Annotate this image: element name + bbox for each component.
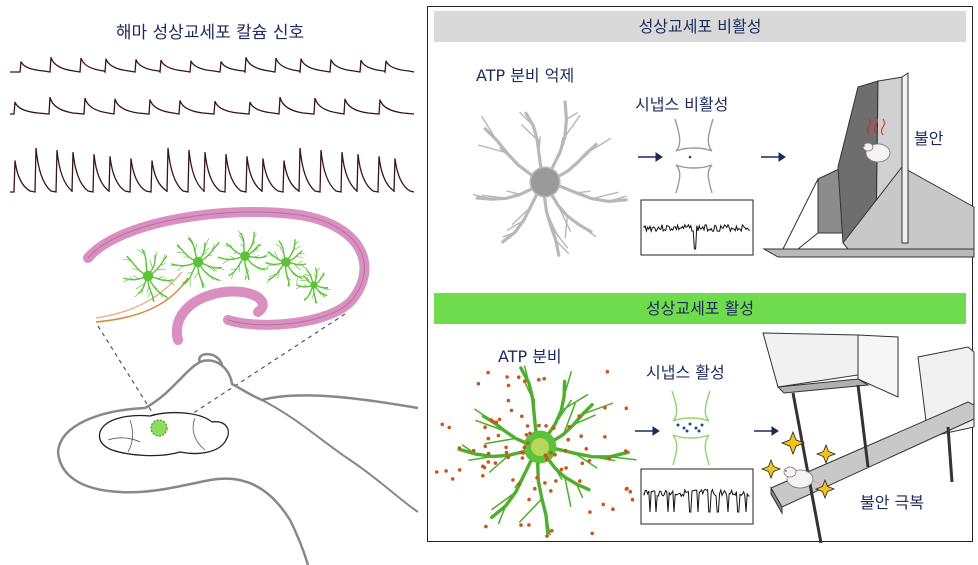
fiber-line-2 [95,271,183,319]
sparkle-icon [760,458,782,480]
mouse-ear-outline [198,352,224,366]
astrocyte-active [457,365,637,536]
active-header: 성상교세포 활성 [434,293,966,324]
brain-fold-2 [192,417,206,451]
projection-line-right [174,313,346,426]
brain-fold-3 [107,437,141,443]
calcium-trace-1 [10,57,415,74]
synapse-inactive [674,118,714,194]
sparkle-icon [814,478,836,500]
sparkle-icon [780,430,806,456]
sparkle-icon [815,443,837,465]
anxiety-label: 불안 [914,129,944,148]
mouse-neck-outline [261,399,419,513]
hippocampus-outer-band-line [87,211,365,326]
projection-line-left [97,325,158,421]
ephys-trace-active [643,488,750,513]
hippocampus-illustration [56,206,419,565]
hippocampus-outer-band [83,206,370,330]
inactive-header: 성상교세포 비활성 [434,11,966,42]
atp-inhibition-label: ATP 분비 억제 [476,66,575,85]
ephys-trace-inactive [643,223,750,250]
hippocampus-astrocytes [122,230,331,305]
maze-closed-arm [762,72,975,258]
sparkle-icons [760,430,837,500]
arrow-icon [635,426,660,436]
mouse-anxious-icon [862,142,891,163]
mouse-calm-icon [783,466,827,492]
mechanism-illustration [434,72,975,544]
mouse-snout-outline [56,451,310,565]
calcium-traces [10,57,415,193]
left-panel: 해마 성상교세포 칼슘 신호 [0,0,420,565]
synapse-inactive-label: 시냅스 비활성 [635,95,729,114]
astrocyte-inactive [472,100,628,257]
anxiety-waves-icon [867,116,885,136]
atp-dots [434,369,635,538]
anxiety-overcome-label: 불안 극복 [860,493,924,512]
calcium-signal-title: 해마 성상교세포 칼슘 신호 [115,23,305,43]
atp-release-label: ATP 분비 [498,347,562,366]
mechanism-panel: 성상교세포 비활성 성상교세포 활성 ATP 분비 억제 시냅스 비활성 불안 … [427,6,975,544]
brain-hippocampus-highlight [150,419,168,437]
maze-open-arm [762,332,975,544]
hippocampus-inner-band [171,286,268,345]
arrow-icon [761,152,786,162]
arrow-icon [638,152,663,162]
calcium-trace-2 [10,97,415,115]
fiber-line-1 [95,277,189,323]
calcium-trace-3 [10,147,415,193]
synapse-active-label: 시냅스 활성 [646,363,725,382]
arrow-icon [754,426,779,436]
mouse-head-outline [56,359,419,453]
synapse-active [671,390,711,466]
